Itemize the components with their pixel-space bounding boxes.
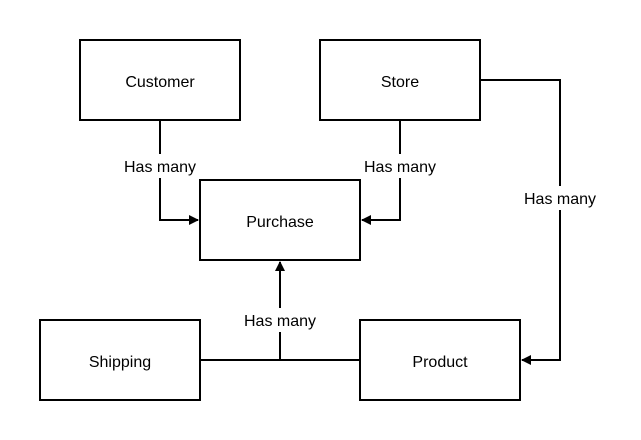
- entity-purchase-label: Purchase: [246, 214, 314, 231]
- edge-label-store-purchase-text: Has many: [364, 159, 436, 176]
- edge-label-store-purchase: Has many: [356, 154, 444, 178]
- entity-purchase[interactable]: Purchase: [199, 179, 361, 261]
- edge-store-purchase: [361, 120, 401, 225]
- edge-label-store-product: Has many: [516, 186, 604, 210]
- entity-product-label: Product: [412, 354, 468, 371]
- entity-customer[interactable]: Customer: [79, 39, 241, 121]
- entity-store-label: Store: [381, 74, 419, 91]
- edge-label-customer-purchase: Has many: [116, 154, 204, 178]
- entity-customer-label: Customer: [125, 74, 195, 91]
- edge-label-shipping-product-purchase-text: Has many: [244, 313, 316, 330]
- edge-customer-purchase: [159, 120, 199, 225]
- entity-product[interactable]: Product: [359, 319, 521, 401]
- entity-shipping-label: Shipping: [89, 354, 151, 371]
- edge-store-product: [480, 79, 561, 365]
- edge-label-store-product-text: Has many: [524, 191, 596, 208]
- entity-shipping[interactable]: Shipping: [39, 319, 201, 401]
- edge-label-shipping-product-purchase: Has many: [236, 308, 324, 332]
- entity-store[interactable]: Store: [319, 39, 481, 121]
- edge-label-customer-purchase-text: Has many: [124, 159, 196, 176]
